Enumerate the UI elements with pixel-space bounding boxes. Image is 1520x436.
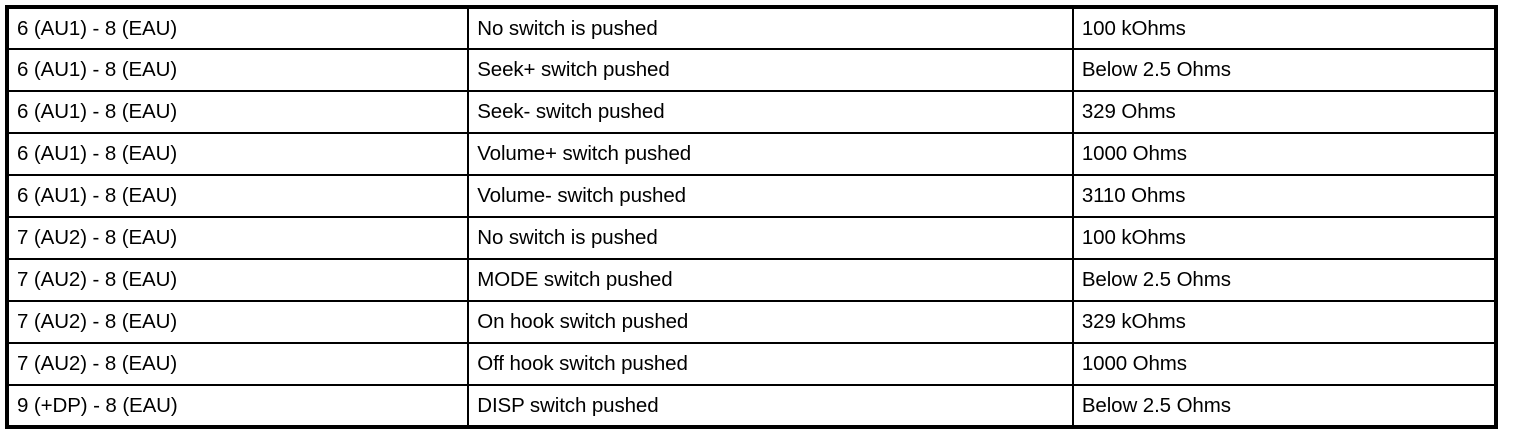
cell-resistance: Below 2.5 Ohms bbox=[1072, 258, 1496, 302]
cell-condition: Volume+ switch pushed bbox=[468, 132, 1074, 176]
cell-resistance: 329 Ohms bbox=[1072, 90, 1496, 134]
cell-connection: 6 (AU1) - 8 (EAU) bbox=[7, 174, 470, 218]
table-row: 9 (+DP) - 8 (EAU) DISP switch pushed Bel… bbox=[7, 384, 1496, 427]
cell-condition: Seek+ switch pushed bbox=[468, 48, 1074, 92]
cell-resistance: 1000 Ohms bbox=[1072, 342, 1496, 386]
cell-condition: Volume- switch pushed bbox=[468, 174, 1074, 218]
table-row: 7 (AU2) - 8 (EAU) Off hook switch pushed… bbox=[7, 342, 1496, 386]
cell-resistance: Below 2.5 Ohms bbox=[1072, 384, 1496, 427]
cell-resistance: Below 2.5 Ohms bbox=[1072, 48, 1496, 92]
cell-condition: DISP switch pushed bbox=[468, 384, 1074, 427]
table-body: 6 (AU1) - 8 (EAU) No switch is pushed 10… bbox=[7, 7, 1496, 427]
cell-condition: Off hook switch pushed bbox=[468, 342, 1074, 386]
cell-condition: No switch is pushed bbox=[468, 7, 1074, 50]
cell-connection: 7 (AU2) - 8 (EAU) bbox=[7, 216, 470, 260]
cell-resistance: 1000 Ohms bbox=[1072, 132, 1496, 176]
table-row: 6 (AU1) - 8 (EAU) Seek- switch pushed 32… bbox=[7, 90, 1496, 134]
table-row: 6 (AU1) - 8 (EAU) Volume+ switch pushed … bbox=[7, 132, 1496, 176]
cell-condition: No switch is pushed bbox=[468, 216, 1074, 260]
cell-resistance: 100 kOhms bbox=[1072, 7, 1496, 50]
cell-connection: 6 (AU1) - 8 (EAU) bbox=[7, 48, 470, 92]
cell-connection: 7 (AU2) - 8 (EAU) bbox=[7, 258, 470, 302]
table-row: 7 (AU2) - 8 (EAU) MODE switch pushed Bel… bbox=[7, 258, 1496, 302]
table-row: 7 (AU2) - 8 (EAU) No switch is pushed 10… bbox=[7, 216, 1496, 260]
table-row: 6 (AU1) - 8 (EAU) Volume- switch pushed … bbox=[7, 174, 1496, 218]
table-row: 6 (AU1) - 8 (EAU) Seek+ switch pushed Be… bbox=[7, 48, 1496, 92]
cell-connection: 9 (+DP) - 8 (EAU) bbox=[7, 384, 470, 427]
cell-connection: 6 (AU1) - 8 (EAU) bbox=[7, 132, 470, 176]
cell-connection: 6 (AU1) - 8 (EAU) bbox=[7, 7, 470, 50]
cell-connection: 7 (AU2) - 8 (EAU) bbox=[7, 342, 470, 386]
cell-connection: 6 (AU1) - 8 (EAU) bbox=[7, 90, 470, 134]
cell-resistance: 329 kOhms bbox=[1072, 300, 1496, 344]
cell-resistance: 3110 Ohms bbox=[1072, 174, 1496, 218]
table-row: 6 (AU1) - 8 (EAU) No switch is pushed 10… bbox=[7, 7, 1496, 50]
switch-resistance-table: 6 (AU1) - 8 (EAU) No switch is pushed 10… bbox=[5, 5, 1498, 429]
cell-connection: 7 (AU2) - 8 (EAU) bbox=[7, 300, 470, 344]
cell-resistance: 100 kOhms bbox=[1072, 216, 1496, 260]
cell-condition: On hook switch pushed bbox=[468, 300, 1074, 344]
table-row: 7 (AU2) - 8 (EAU) On hook switch pushed … bbox=[7, 300, 1496, 344]
cell-condition: MODE switch pushed bbox=[468, 258, 1074, 302]
cell-condition: Seek- switch pushed bbox=[468, 90, 1074, 134]
